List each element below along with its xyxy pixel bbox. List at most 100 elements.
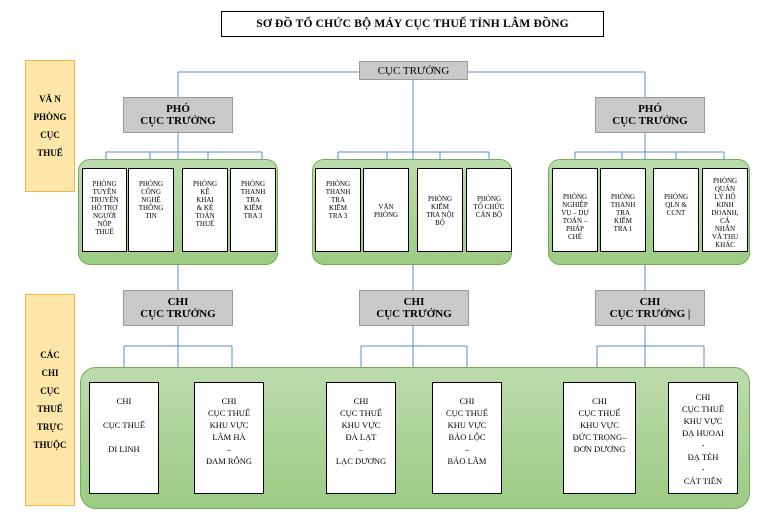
branch-line: LẠC DƯƠNG [335, 456, 387, 466]
department-line: QLN & [665, 201, 687, 209]
branch-line: DI LINH [108, 444, 140, 454]
branch-chief-line1: CHI [639, 296, 661, 308]
branch-line: – [464, 444, 470, 454]
branch-line: KHU VỰC [341, 420, 381, 430]
branch-chief-line2: CỤC TRƯỞNG | [609, 308, 691, 320]
side-label-branches-line: CHI [41, 368, 59, 378]
side-label-branches: CÁC CHI CỤC THUẾ TRỰC THUỘC [25, 294, 75, 506]
department-line: VỤ – DỰ [561, 209, 589, 217]
branch-line: KHU VỰC [580, 420, 619, 430]
branch-line: CHI [592, 396, 607, 406]
deputy-director-line2: CỤC TRƯỞNG [140, 115, 216, 127]
director-box: CỤC TRƯỞNG [359, 61, 468, 80]
side-label-office-line: CỤC [40, 130, 60, 140]
department-line: CÁN BỘ [475, 211, 503, 219]
branch-line: CHI [459, 396, 475, 406]
branch-chief-line2: CỤC TRƯỞNG [140, 308, 216, 320]
department-line: KHAI [196, 196, 214, 204]
side-label-office: VĂ N PHÒNG CỤC THUẾ [25, 60, 75, 192]
deputy-director-line1: PHÓ [166, 103, 190, 115]
branch-panel [80, 367, 750, 509]
branch-chief-box: CHI CỤC TRƯỞNG [359, 290, 469, 326]
department-line: NGƯỜI [93, 212, 116, 220]
branch-line: KHU VỰC [209, 420, 249, 430]
department-line: TRA 3 [328, 212, 348, 220]
department-line: CÁ [720, 217, 730, 225]
department-line: VĂN [378, 203, 394, 211]
department-box: PHÒNG THANH TRA KIỂM TRA 1 [600, 168, 646, 252]
branch-box: CHI CỤC THUẾ KHU VỰC ĐẠ HUOAI - ĐẠ TẺH -… [668, 382, 738, 494]
department-line: PHÒNG [663, 193, 689, 201]
department-line: PHÒNG [373, 211, 399, 219]
branch-line: – [226, 444, 232, 454]
department-line: CCNT [666, 209, 686, 217]
department-line: TUYÊN [92, 188, 117, 196]
department-line: PHÒNG [240, 180, 266, 188]
branch-box: CHI CỤC THUẾ DI LINH [89, 382, 159, 494]
branch-chief-box: CHI CỤC TRƯỞNG | [595, 290, 705, 326]
branch-chief-line1: CHI [167, 296, 189, 308]
department-line: NGHỆ [141, 196, 161, 204]
branch-chief-line2: CỤC TRƯỞNG [376, 308, 452, 320]
branch-box: CHI CỤC THUẾ KHU VỰC LÂM HÀ – ĐAM RÔNG [194, 382, 264, 494]
deputy-director-box: PHÓ CỤC TRƯỞNG [123, 97, 233, 133]
department-line: TỔ CHỨC [473, 203, 505, 211]
department-box: PHÒNG QLN & CCNT [653, 168, 699, 252]
branch-line: BẢO LỘC [448, 432, 486, 442]
department-line: PHÒNG [138, 180, 164, 188]
department-line: TRA 1 [613, 225, 633, 233]
department-box: VĂN PHÒNG [363, 168, 409, 252]
department-line: HỖ TRỢ [91, 204, 118, 212]
department-line: CÔNG [141, 188, 161, 196]
branch-line: KHU VỰC [447, 420, 487, 430]
branch-line: KHU VỰC [683, 416, 723, 426]
department-line: KINH [716, 201, 734, 209]
department-line: NGHIỆP [562, 201, 588, 209]
branch-line: ĐÀ LẠT [345, 432, 377, 442]
department-line: PHÒNG [92, 180, 117, 188]
department-line: QUẢN [714, 185, 736, 193]
department-box: PHÒNG TỔ CHỨC CÁN BỘ [466, 168, 512, 252]
department-box: PHÒNG THANH TRA KIỂM TRA 3 [230, 168, 276, 252]
department-line: KIỂM [614, 217, 632, 225]
branch-line: CHI [353, 396, 369, 406]
department-line: PHÒNG [476, 195, 502, 203]
deputy-director-line2: CỤC TRƯỞNG [612, 115, 688, 127]
department-line: KIỂM [244, 204, 262, 212]
department-line: PHÒNG [562, 193, 588, 201]
branch-line: ĐẠ HUOAI [682, 428, 724, 438]
department-line: THANH [240, 188, 266, 196]
branch-line: ĐẠ TẺH [687, 452, 719, 462]
page-title: SƠ ĐỒ TỔ CHỨC BỘ MÁY CỤC THUẾ TỈNH LÂM Đ… [221, 11, 604, 37]
department-line: THANH [325, 188, 351, 196]
department-line: TIN [145, 212, 157, 220]
branch-line: ĐỨC TRỌNG– [572, 432, 627, 442]
department-line: PHÒNG [712, 177, 738, 185]
branch-line: CỤC THUẾ [102, 420, 146, 430]
branch-line: CỤC THUẾ [207, 408, 251, 418]
department-line: LÝ HỘ [714, 193, 736, 201]
department-box: PHÒNG KIỂM TRA NỘI BỘ [417, 168, 463, 252]
branch-line: CỤC THUẾ [445, 408, 489, 418]
branch-chief-box: CHI CỤC TRƯỞNG [123, 290, 233, 326]
branch-line: CHI [695, 392, 711, 402]
branch-box: CHI CỤC THUẾ KHU VỰC ĐÀ LẠT – LẠC DƯƠNG [326, 382, 396, 494]
branch-line: CỤC THUẾ [339, 408, 383, 418]
side-label-branches-line: THUỘC [33, 440, 67, 450]
department-line: PHÒNG [325, 180, 351, 188]
department-line: PHÒNG [192, 180, 218, 188]
branch-line: BẢO LÂM [447, 456, 487, 466]
department-line: NỘP [97, 220, 112, 228]
branch-line: CHI [116, 396, 132, 406]
branch-line: - [701, 464, 705, 474]
department-box: PHÒNG NGHIỆP VỤ – DỰ TOÁN – PHÁP CHẾ [552, 168, 598, 252]
department-line: BỘ [435, 219, 445, 227]
branch-line: CỤC THUẾ [681, 404, 725, 414]
department-box: PHÒNG KÊ KHAI & KẾ TOÁN THUẾ [182, 168, 228, 252]
department-line: TRA [331, 196, 345, 204]
department-line: THÔNG [138, 204, 164, 212]
side-label-branches-line: CỤC [40, 386, 60, 396]
department-line: KIỂM [329, 204, 347, 212]
department-line: THUẾ [195, 220, 215, 228]
side-label-branches-line: CÁC [40, 350, 60, 360]
